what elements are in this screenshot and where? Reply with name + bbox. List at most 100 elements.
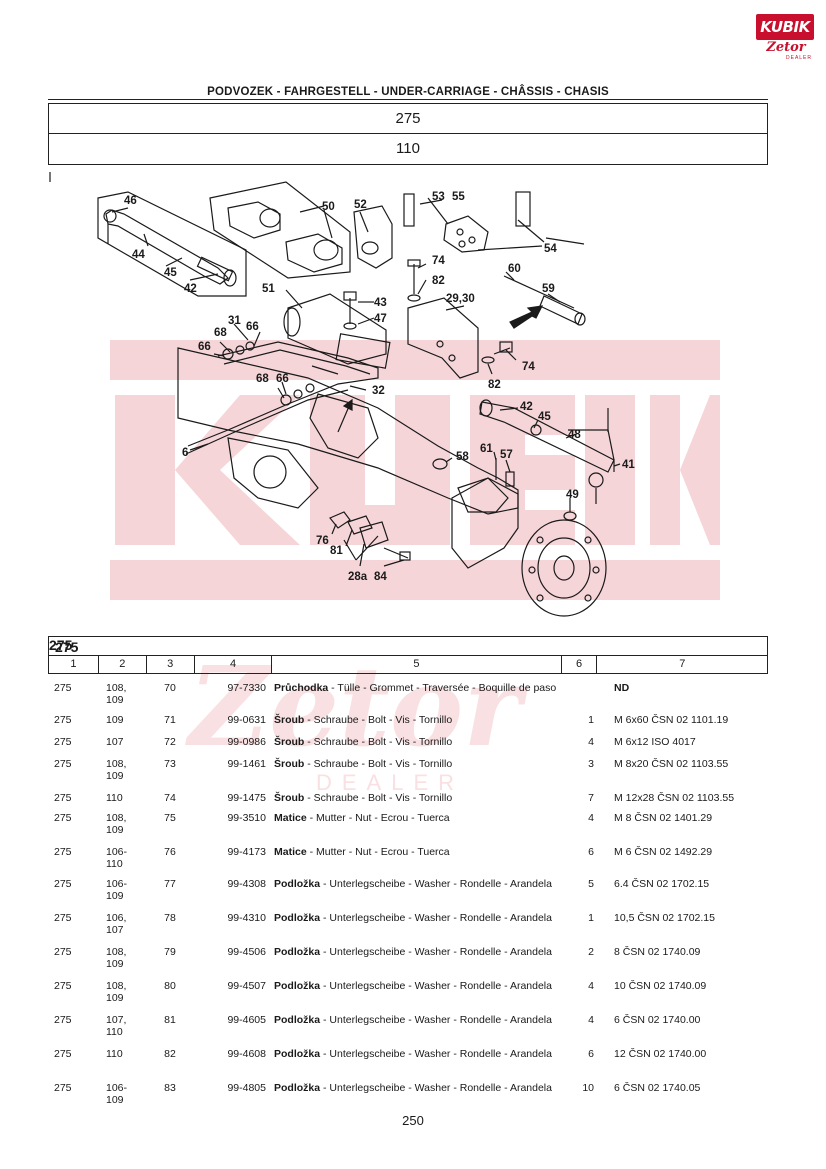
cell-group: 275 — [54, 792, 72, 804]
cell-description: Průchodka - Tülle - Grommet - Traversée … — [274, 682, 566, 694]
diagram-label: 51 — [262, 283, 275, 295]
cell-position: 73 — [164, 758, 176, 770]
cell-group: 275 — [54, 846, 72, 858]
cell-part-number: 99-1475 — [227, 792, 266, 804]
part-name: Šroub — [274, 736, 305, 748]
group-code-right: 275 — [49, 637, 73, 653]
cell-description: Šroub - Schraube - Bolt - Vis - Tornillo — [274, 792, 566, 804]
diagram-label: 42 — [520, 401, 533, 413]
col-header-6: 6 — [562, 656, 598, 673]
diagram-label: 42 — [184, 283, 197, 295]
cell-part-number: 99-0986 — [227, 736, 266, 748]
diagram-label: 84 — [374, 571, 387, 583]
diagram-label: 49 — [566, 489, 579, 501]
part-translations: - Unterlegscheibe - Washer - Rondelle - … — [320, 946, 552, 958]
cell-specification: ND — [614, 682, 630, 694]
cell-subgroup: 110 — [106, 792, 123, 804]
diagram-label: 58 — [456, 451, 469, 463]
cell-description: Podložka - Unterlegscheibe - Washer - Ro… — [274, 946, 566, 958]
part-translations: - Unterlegscheibe - Washer - Rondelle - … — [320, 980, 552, 992]
cell-position: 72 — [164, 736, 176, 748]
cell-quantity: 2 — [588, 946, 594, 958]
diagram-label: 52 — [354, 199, 367, 211]
cell-group: 275 — [54, 682, 72, 694]
cell-position: 76 — [164, 846, 176, 858]
diagram-svg: 46 44 45 42 50 52 53 55 54 51 43 47 74 8… — [49, 172, 635, 617]
part-translations: - Unterlegscheibe - Washer - Rondelle - … — [320, 878, 552, 890]
diagram-label: 6 — [182, 447, 188, 459]
part-name: Šroub — [274, 792, 305, 804]
parts-table-group-header: 275 275 — [48, 636, 768, 656]
cell-quantity: 4 — [588, 980, 594, 992]
cell-subgroup: 108, 109 — [106, 812, 127, 836]
cell-specification: 10 ČSN 02 1740.09 — [614, 980, 707, 992]
cell-group: 275 — [54, 946, 72, 958]
diagram-label: 41 — [622, 459, 635, 471]
kubik-logo-text: KUBIK — [756, 14, 814, 40]
part-name: Podložka — [274, 1082, 321, 1094]
cell-subgroup: 108, 109 — [106, 980, 127, 1004]
part-name: Podložka — [274, 878, 321, 890]
cell-position: 71 — [164, 714, 176, 726]
part-translations: - Schraube - Bolt - Vis - Tornillo — [304, 792, 453, 804]
cell-subgroup: 108, 109 — [106, 758, 127, 782]
cell-group: 275 — [54, 812, 72, 824]
cell-group: 275 — [54, 736, 72, 748]
cell-description: Šroub - Schraube - Bolt - Vis - Tornillo — [274, 714, 566, 726]
cell-description: Matice - Mutter - Nut - Ecrou - Tuerca — [274, 846, 566, 858]
cell-quantity: 10 — [582, 1082, 594, 1094]
cell-part-number: 99-4308 — [227, 878, 266, 890]
cell-group: 275 — [54, 1082, 72, 1094]
cell-subgroup: 106, 107 — [106, 912, 127, 936]
cell-specification: M 12x28 ČSN 02 1103.55 — [614, 792, 735, 804]
part-name: Podložka — [274, 1048, 321, 1060]
part-translations: - Mutter - Nut - Ecrou - Tuerca — [306, 846, 450, 858]
cell-specification: M 8 ČSN 02 1401.29 — [614, 812, 713, 824]
cell-part-number: 99-4507 — [227, 980, 266, 992]
cell-part-number: 99-4310 — [227, 912, 266, 924]
cell-part-number: 99-4805 — [227, 1082, 266, 1094]
cell-subgroup: 108, 109 — [106, 946, 127, 970]
part-name: Matice — [274, 812, 307, 824]
part-translations: - Schraube - Bolt - Vis - Tornillo — [304, 736, 453, 748]
cell-subgroup: 106- 109 — [106, 878, 128, 902]
cell-group: 275 — [54, 714, 72, 726]
diagram-label: 81 — [330, 545, 343, 557]
cell-specification: 10,5 ČSN 02 1702.15 — [614, 912, 715, 924]
cell-specification: M 6x12 ISO 4017 — [614, 736, 696, 748]
part-name: Průchodka — [274, 682, 329, 694]
cell-specification: M 8x20 ČSN 02 1103.55 — [614, 758, 729, 770]
group-code-left: 275 — [55, 639, 79, 655]
cell-part-number: 99-1461 — [227, 758, 266, 770]
title-divider — [48, 99, 768, 100]
diagram-label: 32 — [372, 385, 385, 397]
page-title: PODVOZEK - FAHRGESTELL - UNDER-CARRIAGE … — [207, 86, 609, 98]
cell-specification: 6 ČSN 02 1740.00 — [614, 1014, 701, 1026]
part-translations: - Unterlegscheibe - Washer - Rondelle - … — [320, 1048, 552, 1060]
cell-group: 275 — [54, 1048, 72, 1060]
cell-position: 79 — [164, 946, 176, 958]
cell-quantity: 7 — [588, 792, 594, 804]
cell-quantity: 4 — [588, 1014, 594, 1026]
cell-group: 275 — [54, 912, 72, 924]
diagram-label: 76 — [316, 535, 329, 547]
diagram-label: 47 — [374, 313, 387, 325]
part-translations: - Unterlegscheibe - Washer - Rondelle - … — [320, 1082, 552, 1094]
cell-position: 78 — [164, 912, 176, 924]
cell-description: Podložka - Unterlegscheibe - Washer - Ro… — [274, 980, 566, 992]
diagram-label: 68 — [214, 327, 227, 339]
cell-description: Podložka - Unterlegscheibe - Washer - Ro… — [274, 1014, 566, 1026]
cell-description: Podložka - Unterlegscheibe - Washer - Ro… — [274, 1082, 566, 1094]
cell-part-number: 99-4605 — [227, 1014, 266, 1026]
cell-part-number: 99-3510 — [227, 812, 266, 824]
cell-subgroup: 110 — [106, 1048, 123, 1060]
cell-group: 275 — [54, 878, 72, 890]
cell-position: 82 — [164, 1048, 176, 1060]
diagram-label: 82 — [432, 275, 445, 287]
cell-subgroup: 106- 109 — [106, 1082, 128, 1106]
subgroup-number: 110 — [396, 140, 420, 157]
diagram-label: 55 — [452, 191, 465, 203]
diagram-label: 45 — [538, 411, 551, 423]
cell-group: 275 — [54, 758, 72, 770]
cell-part-number: 97-7330 — [227, 682, 266, 694]
